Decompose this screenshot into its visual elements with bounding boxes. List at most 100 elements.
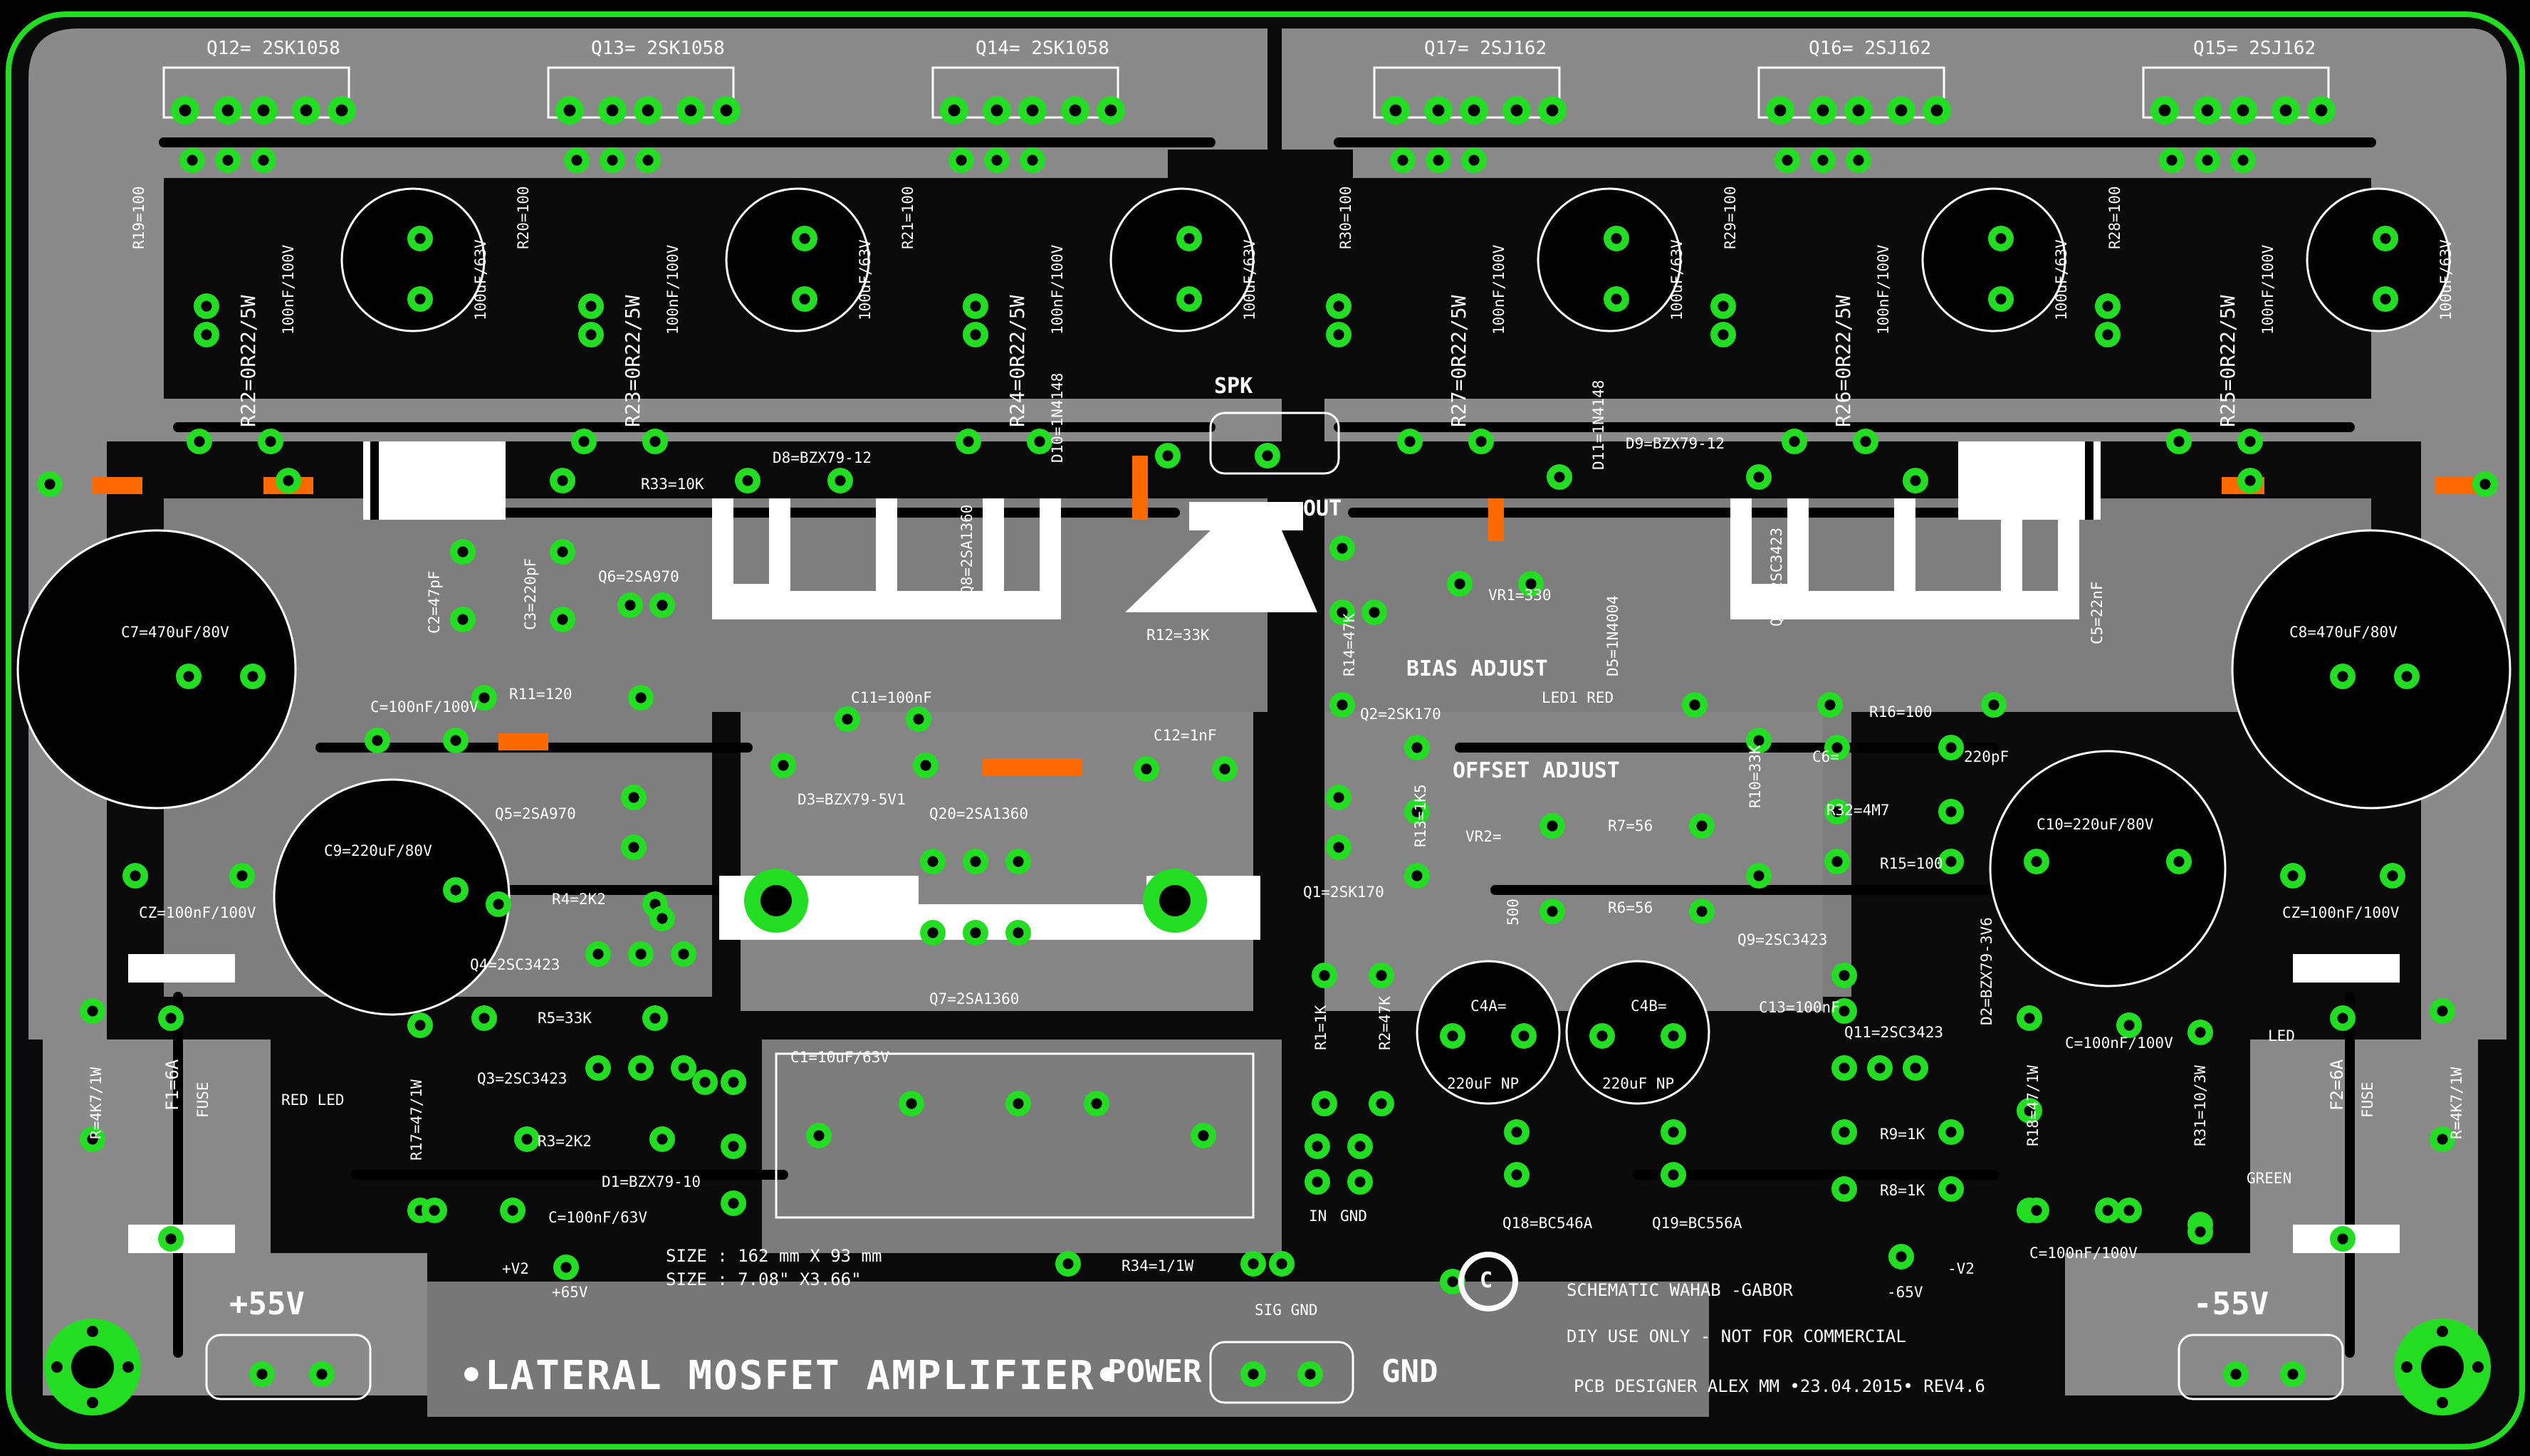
component-pad-hole: [592, 948, 604, 960]
mosfet-pad-hole: [1774, 104, 1787, 117]
c8-label: C8=470uF/80V: [2289, 624, 2398, 641]
r28-label: R28=100: [2106, 186, 2123, 249]
cap-100u-4: 100uF/63V: [1668, 239, 1685, 320]
c2-label: C2=47pF: [426, 570, 443, 634]
q1-label: Q1=2SK170: [1303, 884, 1384, 901]
cz-label-right: CZ=100nF/100V: [2282, 904, 2400, 921]
component-pad-hole: [1319, 1098, 1330, 1109]
q4-label: Q4=2SC3423: [470, 956, 560, 973]
mosfet-lead-pad-hole: [571, 154, 582, 166]
r5-label: R5=33K: [538, 1010, 592, 1027]
mosfet-pad-hole: [1389, 104, 1402, 117]
d3-label: D3=BZX79-5V1: [798, 791, 906, 808]
cap-100u-1: 100uF/63V: [472, 239, 489, 320]
mosfet-lead-pad-hole: [956, 154, 967, 166]
q19-label: Q19=BC556A: [1652, 1215, 1742, 1232]
schematic-credit: SCHEMATIC WAHAB -GABOR: [1567, 1280, 1793, 1300]
c7-label: C7=470uF/80V: [121, 624, 229, 641]
r8-label: R8=1K: [1880, 1182, 1925, 1199]
component-pad-hole: [165, 1012, 177, 1024]
r32-label: R32=4M7: [1826, 802, 1890, 819]
component-pad-hole: [1354, 1141, 1366, 1152]
component-pad-hole: [507, 1205, 518, 1216]
mounting-hole-left: [44, 1319, 141, 1415]
cap-100n-5: 100nF/100V: [1875, 244, 1892, 335]
component-pad-hole: [1337, 607, 1348, 618]
mosfet-pad-hole: [1852, 104, 1865, 117]
power-label: POWER: [1107, 1353, 1202, 1390]
r4-label: R4=2K2: [552, 891, 606, 908]
r6-label: R6=56: [1608, 899, 1653, 916]
component-pad-hole: [1525, 578, 1537, 590]
component-pad-hole: [1554, 471, 1565, 483]
r20-label: R20=100: [515, 186, 532, 249]
c1-label: C1=10uF/63V: [790, 1049, 890, 1066]
mosfet-lead-pad-hole: [1468, 154, 1480, 166]
component-pad-hole: [585, 300, 597, 312]
mosfet-q17-label: Q17= 2SJ162: [1424, 38, 1547, 59]
component-pad-hole: [2387, 870, 2398, 881]
mosfet-pad-hole: [990, 104, 1003, 117]
component-pad-hole: [265, 436, 276, 447]
component-pad-hole: [1839, 1062, 1850, 1074]
component-pad-hole: [592, 1062, 604, 1074]
component-pad-hole: [1219, 763, 1230, 775]
r22-label: R22=0R22/5W: [236, 295, 260, 427]
component-pad-hole: [1511, 1169, 1522, 1180]
component-pad-hole: [628, 792, 639, 803]
component-pad-hole: [970, 329, 981, 340]
mosfet-pad-hole: [1895, 104, 1908, 117]
component-pad-hole: [479, 692, 490, 703]
cap-100n-1: 100nF/100V: [280, 244, 297, 335]
q7-label: Q7=2SA1360: [929, 990, 1020, 1007]
component-pad-hole: [557, 475, 568, 486]
c5-label: C5=22nF: [2089, 581, 2106, 644]
q18-label: Q18=BC546A: [1502, 1215, 1593, 1232]
mosfet-pad-hole: [1026, 104, 1039, 117]
q11-label: Q11=2SC3423: [1844, 1024, 1944, 1041]
c4a-label: C4A=: [1470, 997, 1507, 1015]
da-name: DA=: [413, 496, 446, 517]
component-pad-hole: [1013, 927, 1024, 938]
component-pad-hole: [813, 1130, 825, 1141]
component-pad-hole: [1611, 293, 1622, 305]
component-pad-hole: [2173, 436, 2185, 447]
cap-100u-5: 100uF/63V: [2053, 239, 2070, 320]
component-pad-hole: [657, 599, 668, 611]
component-pad-hole: [657, 1133, 668, 1145]
component-pad-hole: [1183, 293, 1195, 305]
component-pad-hole: [1376, 970, 1387, 981]
component-pad-hole: [970, 927, 981, 938]
component-pad-hole: [1333, 842, 1344, 853]
component-pad-hole: [1276, 1258, 1287, 1269]
mosfet-pad-hole: [948, 104, 961, 117]
mosfet-pad-hole: [1546, 104, 1559, 117]
mosfet-pad-hole: [684, 104, 697, 117]
component-pad-hole: [1411, 870, 1423, 881]
component-pad-hole: [2337, 1012, 2348, 1024]
r24-label: R24=0R22/5W: [1005, 295, 1029, 427]
v65-plus-label: +65V: [552, 1284, 588, 1301]
component-pad-hole: [1753, 870, 1765, 881]
mosfet-pad-hole: [221, 104, 234, 117]
component-pad-hole: [2287, 870, 2299, 881]
c4a-value: 220uF NP: [1447, 1075, 1520, 1092]
component-pad-hole: [1945, 856, 1957, 867]
component-pad-hole: [1839, 1126, 1850, 1138]
component-pad-hole: [1511, 1126, 1522, 1138]
component-pad-hole: [842, 713, 853, 725]
component-pad-hole: [44, 478, 56, 490]
component-pad-hole: [1013, 1098, 1024, 1109]
q6-label: Q6=2SA970: [598, 568, 679, 585]
component-pad-hole: [1789, 436, 1800, 447]
r15-label: R15=100: [1880, 855, 1943, 872]
component-pad-hole: [1839, 970, 1850, 981]
component-pad-hole: [1305, 1368, 1316, 1380]
fuse-label-right: FUSE: [2359, 1081, 2376, 1118]
component-pad-hole: [1988, 699, 2000, 711]
copyright-mark: C: [1480, 1268, 1493, 1293]
component-pad-hole: [2337, 1233, 2348, 1245]
v2-plus-label: +V2: [502, 1260, 529, 1277]
mosfet-pad-hole: [1510, 104, 1523, 117]
component-pad-hole: [1668, 1126, 1679, 1138]
